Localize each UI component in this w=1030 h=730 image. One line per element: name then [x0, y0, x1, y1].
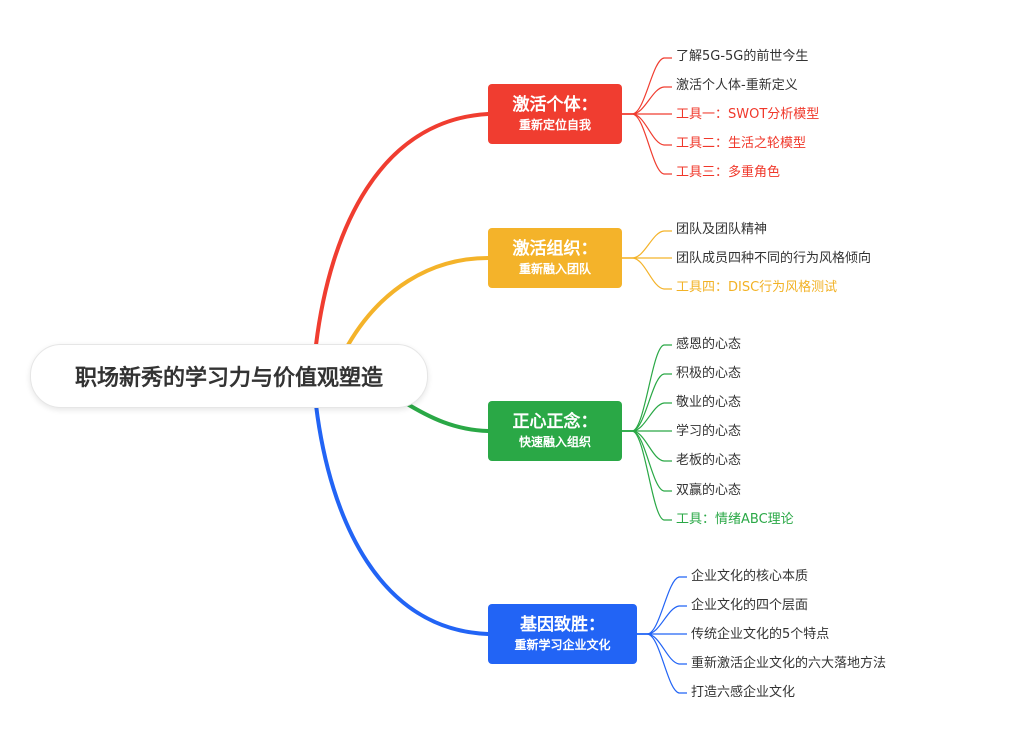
branch-link-blue: [314, 403, 490, 636]
leaf-links-red: [622, 57, 672, 175]
branch-subtitle: 重新定位自我: [518, 118, 591, 132]
root-node[interactable]: 职场新秀的学习力与价值观塑造: [30, 344, 428, 408]
leaf-item-tool[interactable]: 工具二：生活之轮模型: [676, 136, 807, 151]
leaf-item[interactable]: 敬业的心态: [676, 395, 742, 410]
leaf-item[interactable]: 打造六感企业文化: [691, 685, 796, 700]
branch-title: 激活个体：: [512, 95, 598, 115]
leaf-links-blue: [637, 576, 687, 694]
branch-subtitle: 重新学习企业文化: [514, 638, 611, 652]
leaf-item[interactable]: 企业文化的四个层面: [691, 598, 809, 613]
branch-node-gene-win[interactable]: 基因致胜： 重新学习企业文化: [488, 604, 637, 664]
leaf-item[interactable]: 感恩的心态: [676, 337, 742, 352]
leaf-item[interactable]: 传统企业文化的5个特点: [691, 627, 830, 642]
leaf-item[interactable]: 重新激活企业文化的六大落地方法: [691, 656, 887, 671]
leaf-item[interactable]: 积极的心态: [676, 366, 742, 381]
leaf-item-tool[interactable]: 工具一：SWOT分析模型: [676, 107, 820, 122]
branch-node-activate-individual[interactable]: 激活个体： 重新定位自我: [488, 84, 622, 144]
leaf-item-tool[interactable]: 工具三：多重角色: [676, 165, 781, 180]
leaf-item[interactable]: 激活个人体-重新定义: [676, 78, 798, 93]
branch-node-right-mindset[interactable]: 正心正念： 快速融入组织: [488, 401, 622, 461]
branch-subtitle: 重新融入团队: [518, 262, 591, 276]
leaf-item[interactable]: 老板的心态: [676, 453, 742, 468]
leaf-item[interactable]: 团队及团队精神: [676, 222, 768, 237]
root-label: 职场新秀的学习力与价值观塑造: [74, 366, 383, 391]
leaf-item[interactable]: 团队成员四种不同的行为风格倾向: [676, 251, 872, 266]
branch-title: 激活组织：: [512, 239, 598, 259]
leaf-item[interactable]: 双赢的心态: [676, 483, 742, 498]
leaf-links-yellow: [622, 230, 672, 290]
leaf-item-tool[interactable]: 工具：情绪ABC理论: [676, 512, 794, 527]
leaf-item[interactable]: 学习的心态: [676, 424, 742, 439]
branch-node-activate-organization[interactable]: 激活组织： 重新融入团队: [488, 228, 622, 288]
leaf-item[interactable]: 了解5G-5G的前世今生: [676, 49, 809, 64]
branch-subtitle: 快速融入组织: [518, 435, 591, 449]
branch-link-red: [314, 112, 490, 347]
leaf-item-tool[interactable]: 工具四：DISC行为风格测试: [676, 280, 838, 295]
branch-link-yellow: [346, 256, 490, 347]
branch-link-green: [402, 400, 490, 433]
leaf-item[interactable]: 企业文化的核心本质: [691, 569, 809, 584]
leaf-links-green: [622, 344, 672, 521]
branch-title: 基因致胜：: [520, 615, 605, 635]
branch-title: 正心正念：: [512, 412, 598, 432]
